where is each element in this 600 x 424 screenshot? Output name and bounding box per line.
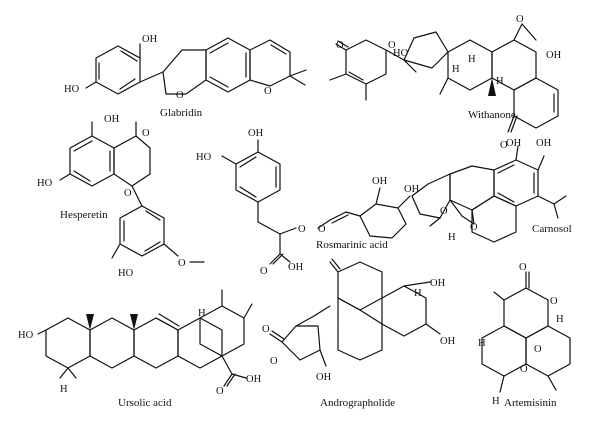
rosmarinic-ho1-label: HO [196,152,212,163]
glabridin-name: Glabridin [160,107,203,119]
hesperetin-structure: OH HO O O HO O Hesperetin [37,114,205,279]
hesperetin-oh-label: OH [104,114,120,125]
ursolic-ho-label: HO [18,330,34,341]
withanone-h1-label: H [452,64,460,75]
hesperetin-o2-label: O [124,188,132,199]
withanone-o1-label: O [336,40,344,51]
withanone-o4-label: O [500,140,508,151]
artemisinin-structure: O O O O H H H Artemisinin [478,262,571,409]
artemisinin-h2-label: H [478,338,486,349]
artemisinin-o3-label: O [534,344,542,355]
carnosol-o2-label: O [470,222,478,233]
glabridin-ho-label: HO [64,84,80,95]
artemisinin-name: Artemisinin [504,397,557,409]
carnosol-o1-label: O [440,206,448,217]
carnosol-oh1-label: OH [506,138,522,149]
hesperetin-o3-label: O [178,258,186,269]
andro-oh2-label: OH [430,278,446,289]
andro-oh1-label: OH [316,372,332,383]
rosmarinic-oh3-label: OH [372,176,388,187]
andro-o2-label: O [270,356,278,367]
ursolic-oh-label: OH [246,374,262,385]
andro-o1-label: O [262,324,270,335]
withanone-structure: O O HO O OH O H H H Withanone [329,14,562,151]
rosmarinic-o3-label: O [260,266,268,277]
withanone-o3-label: O [516,14,524,25]
withanone-h2-label: H [468,54,476,65]
withanone-o2-label: O [388,40,396,51]
carnosol-oh2-label: OH [536,138,552,149]
artemisinin-h3-label: H [492,396,500,407]
withanone-ho-label: HO [393,48,409,59]
glabridin-oh-label: OH [142,34,158,45]
rosmarinic-oh2-label: OH [288,262,304,273]
rosmarinic-oh1-label: OH [248,128,264,139]
withanone-oh-label: OH [546,50,562,61]
andrographolide-name: Andrographolide [320,397,395,409]
hesperetin-ho2-label: HO [118,268,134,279]
rosmarinic-o2-label: O [318,224,326,235]
rosmarinic-acid-structure: HO OH O O O OH OH OH Rosmarinic acid [196,128,420,277]
hesperetin-ho-label: HO [37,178,53,189]
artemisinin-h1-label: H [556,314,564,325]
rosmarinic-acid-name: Rosmarinic acid [316,239,388,251]
artemisinin-o4-label: O [520,364,528,375]
ursolic-h1-label: H [198,308,206,319]
withanone-name: Withanone [468,109,516,121]
artemisinin-o2-label: O [550,296,558,307]
carnosol-structure: OH OH O O H Carnosol [411,138,572,243]
andrographolide-structure: O O OH OH OH H Andrographolide [262,258,456,409]
andro-h-label: H [414,288,422,299]
rosmarinic-oh4-label: OH [404,184,420,195]
rosmarinic-o1-label: O [298,224,306,235]
carnosol-name: Carnosol [532,223,572,235]
ursolic-h2-label: H [60,384,68,395]
hesperetin-o1-label: O [142,128,150,139]
hesperetin-name: Hesperetin [60,209,108,221]
artemisinin-o1-label: O [519,262,527,273]
glabridin-structure: OH HO O O Glabridin [64,34,307,119]
withanone-h3-label: H [496,76,504,87]
ursolic-o-label: O [216,386,224,397]
glabridin-o2-label: O [264,86,272,97]
ursolic-acid-structure: HO H H O OH Ursolic acid [18,289,262,409]
carnosol-h-label: H [448,232,456,243]
andro-oh3-label: OH [440,336,456,347]
glabridin-o1-label: O [176,90,184,101]
ursolic-acid-name: Ursolic acid [118,397,172,409]
